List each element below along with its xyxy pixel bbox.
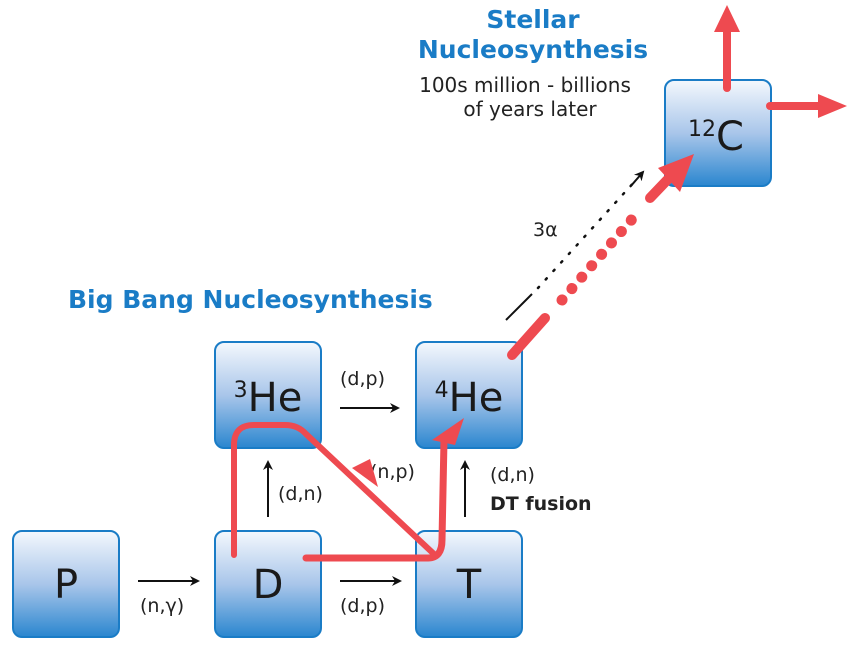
red-arrowhead-he3-t	[352, 459, 378, 487]
c12-mass: 12	[688, 117, 716, 142]
node-d-label: D	[253, 562, 284, 608]
he3-mass: 3	[234, 378, 248, 403]
he4-mass: 4	[435, 378, 449, 403]
svg-text:3He: 3He	[234, 375, 303, 421]
node-p-label: P	[54, 562, 78, 608]
he4-symbol: He	[449, 375, 504, 421]
stellar-subtitle-line1: 100s million - billions	[419, 73, 631, 97]
node-he3: 3He	[214, 341, 322, 449]
bigbang-title: Big Bang Nucleosynthesis	[68, 285, 433, 314]
stellar-title-line2: Nucleosynthesis	[418, 35, 648, 64]
triple-alpha-line	[505, 293, 533, 321]
stellar-title-line1: Stellar	[486, 5, 580, 34]
red-arrowhead-he4	[432, 418, 464, 445]
red-arrowhead-c12	[658, 154, 694, 192]
node-d: D	[214, 530, 322, 638]
label-d-t: (d,p)	[340, 595, 385, 617]
label-he3-t: (n,p)	[370, 461, 415, 483]
triple-alpha-arrowhead	[629, 170, 645, 188]
stellar-subtitle-line2: of years later	[463, 97, 597, 121]
svg-text:4He: 4He	[435, 375, 504, 421]
label-p-d: (n,γ)	[140, 595, 184, 617]
node-he4: 4He	[415, 341, 523, 449]
he3-symbol: He	[248, 375, 303, 421]
red-path-d-t-he4	[302, 436, 448, 562]
svg-text:12C: 12C	[688, 114, 744, 160]
triple-alpha-dotted	[536, 178, 638, 290]
node-p: P	[12, 530, 120, 638]
label-dt-fusion: DT fusion	[490, 493, 592, 515]
stellar-title: Stellar Nucleosynthesis 100s million - b…	[418, 5, 648, 121]
label-triple-alpha: 3α	[533, 219, 558, 241]
red-arrowhead-right	[818, 94, 847, 118]
c12-symbol: C	[716, 114, 744, 160]
label-d-he3: (d,n)	[278, 483, 323, 505]
node-t-label: T	[456, 562, 482, 608]
red-path-he4-c12-solid	[507, 313, 550, 360]
node-t: T	[415, 530, 523, 638]
red-path-d-he3-t	[231, 422, 438, 558]
red-path-he4-c12-dotted	[556, 204, 646, 306]
label-he3-he4: (d,p)	[340, 368, 385, 390]
red-arrowhead-up	[714, 5, 740, 32]
label-t-he4: (d,n)	[490, 464, 535, 486]
